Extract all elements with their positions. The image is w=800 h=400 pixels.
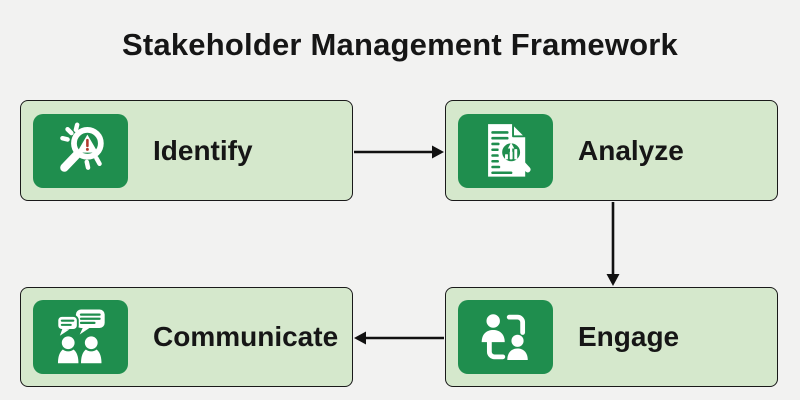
node-identify: Identify (20, 100, 353, 201)
engage-icon-tile (458, 300, 553, 374)
magnifier-warning-icon (59, 122, 104, 172)
node-analyze-label: Analyze (578, 134, 684, 166)
speech-bubbles-people-icon (55, 309, 105, 364)
document-chart-magnifier-icon (487, 122, 531, 177)
node-communicate: Communicate (20, 287, 353, 387)
arrow-identify-to-analyze (353, 142, 445, 162)
analyze-icon-tile (458, 113, 553, 188)
communicate-icon-tile (33, 300, 128, 374)
node-analyze: Analyze (445, 100, 778, 201)
identify-icon-tile (33, 113, 128, 188)
node-communicate-label: Communicate (153, 321, 339, 352)
arrow-analyze-to-engage (603, 201, 623, 287)
people-exchange-icon (481, 314, 528, 361)
node-identify-label: Identify (153, 134, 253, 166)
node-engage: Engage (445, 287, 778, 387)
node-engage-label: Engage (578, 321, 680, 352)
arrow-engage-to-communicate (353, 328, 445, 348)
diagram-title: Stakeholder Management Framework (122, 27, 678, 62)
